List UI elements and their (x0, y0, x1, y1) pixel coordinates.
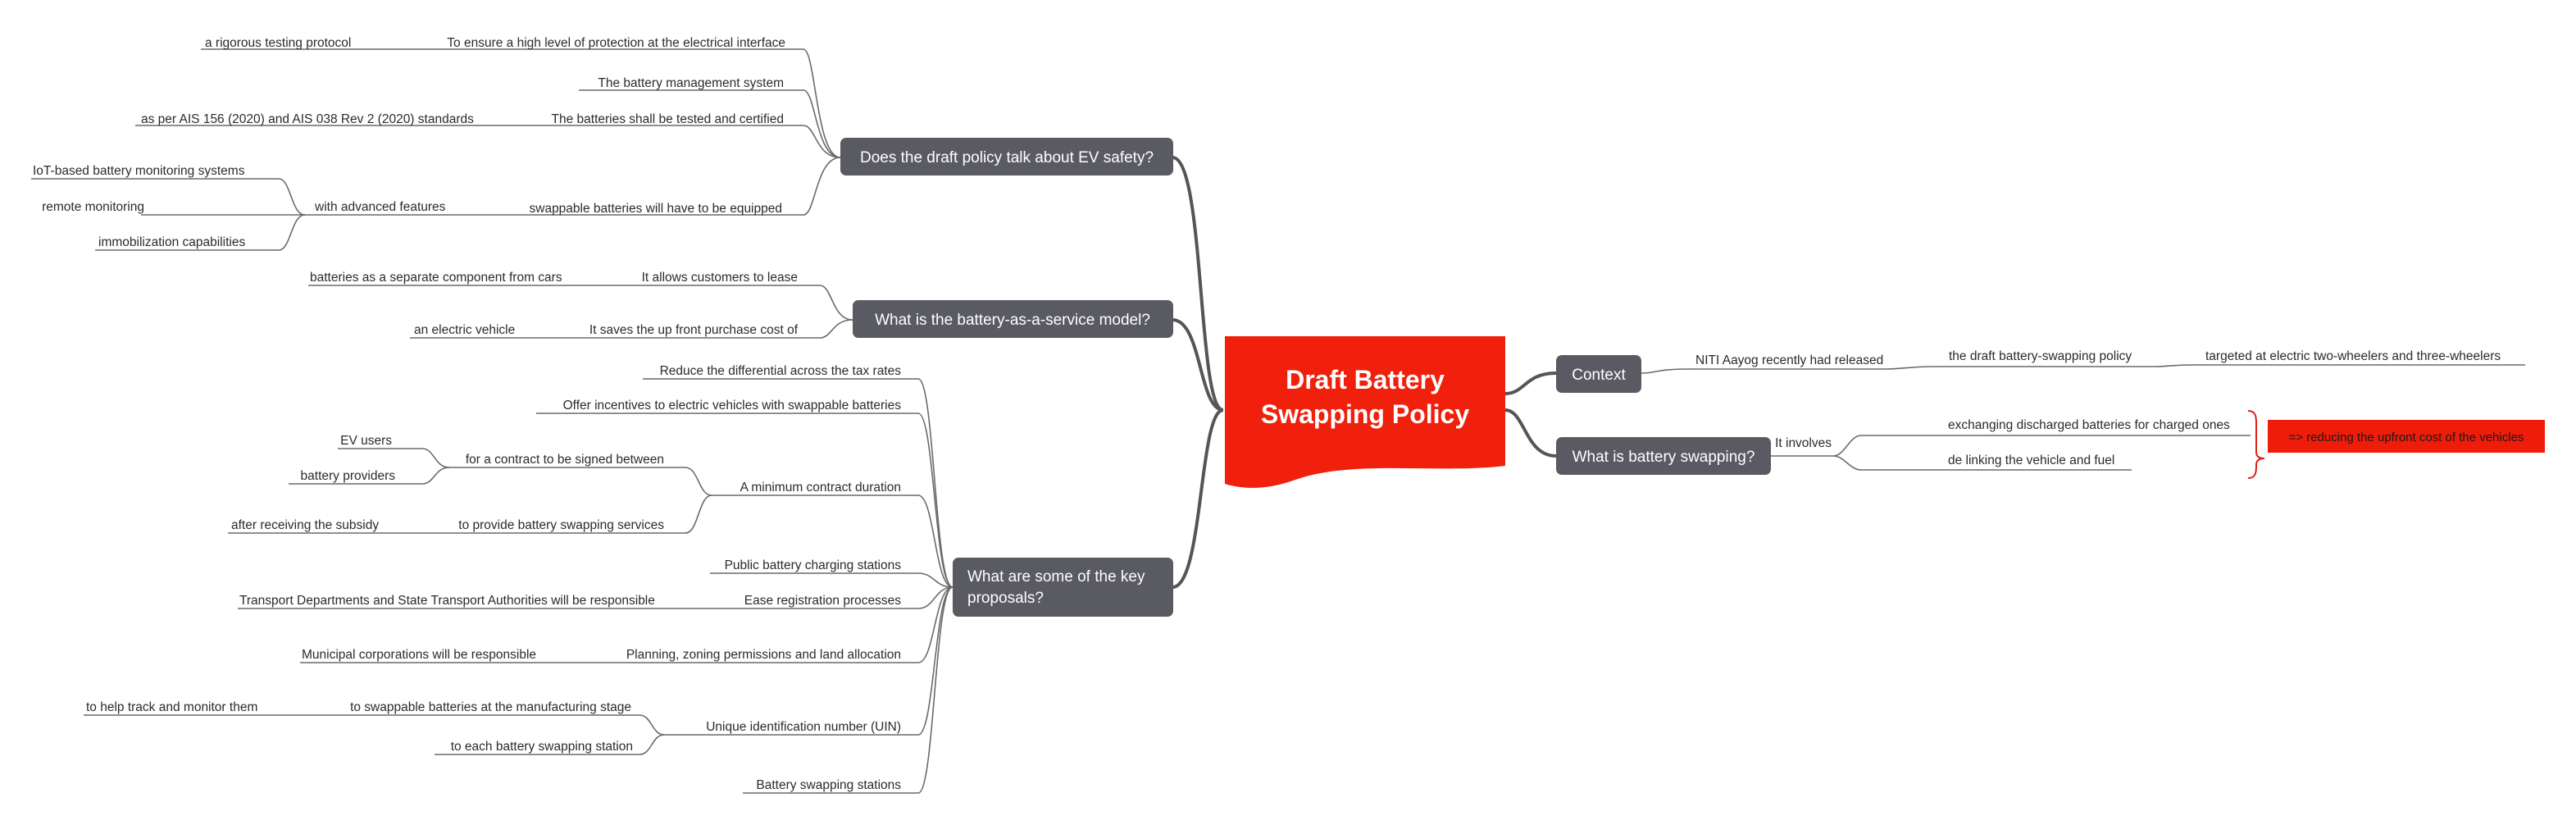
connector-prop-planning (607, 586, 953, 663)
branch-key-proposals[interactable]: What are some of the key proposals? (953, 558, 1173, 617)
connector-central-swapping (1504, 408, 1557, 458)
branch-context[interactable]: Context (1556, 355, 1641, 393)
baas-saves[interactable]: It saves the up front purchase cost of (589, 323, 799, 337)
baas-lease[interactable]: It allows customers to lease (642, 271, 798, 285)
safety-standards[interactable]: as per AIS 156 (2020) and AIS 038 Rev 2 … (141, 112, 474, 126)
branch-swapping-box (1556, 437, 1771, 475)
feature-remote[interactable]: remote monitoring (42, 200, 144, 214)
baas-saves-leaf[interactable]: an electric vehicle (414, 323, 515, 337)
prop-tax[interactable]: Reduce the differential across the tax r… (660, 364, 902, 378)
prop-track[interactable]: to help track and monitor them (86, 700, 257, 714)
prop-municipal[interactable]: Municipal corporations will be responsib… (302, 648, 536, 662)
connector-swapping-item1 (1832, 435, 2251, 457)
branch-swapping-label: What is battery swapping? (1572, 449, 1755, 466)
connector-baas-lease (631, 285, 853, 321)
branch-safety-box (840, 138, 1173, 175)
branch-proposals-box (953, 558, 1173, 617)
prop-ev-users[interactable]: EV users (340, 434, 392, 448)
connector-safety-tested (525, 125, 841, 158)
baas-lease-leaf[interactable]: batteries as a separate component from c… (310, 271, 562, 285)
connector-safety-equipped (502, 157, 841, 216)
connector-safety-protection (418, 48, 841, 158)
connector-central-safety (1172, 156, 1224, 412)
branch-battery-swapping[interactable]: What is battery swapping? (1556, 437, 1771, 475)
safety-bms[interactable]: The battery management system (598, 76, 784, 90)
safety-protection[interactable]: To ensure a high level of protection at … (447, 36, 785, 50)
prop-planning[interactable]: Planning, zoning permissions and land al… (626, 648, 901, 662)
context-child[interactable]: NITI Aayog recently had released (1695, 353, 1883, 367)
connector-prop-manufacturing (328, 714, 665, 736)
feature-iot[interactable]: IoT-based battery monitoring systems (33, 164, 245, 178)
swapping-child[interactable]: It involves (1775, 436, 1832, 450)
prop-station[interactable]: to each battery swapping station (451, 740, 633, 754)
connector-prop-providers (289, 467, 450, 485)
branch-baas-box (853, 300, 1173, 338)
swapping-item-1[interactable]: exchanging discharged batteries for char… (1948, 418, 2230, 432)
branch-ev-safety[interactable]: Does the draft policy talk about EV safe… (840, 138, 1173, 175)
branch-context-box (1556, 355, 1641, 393)
connector-context-child (1641, 368, 1886, 374)
safety-equipped[interactable]: swappable batteries will have to be equi… (530, 202, 783, 216)
prop-public[interactable]: Public battery charging stations (725, 558, 902, 572)
highlight-text: => reducing the upfront cost of the vehi… (2289, 431, 2524, 444)
central-title-line1: Draft Battery (1286, 365, 1445, 394)
connector-safety-bms (579, 89, 841, 158)
central-title-line2: Swapping Policy (1261, 399, 1469, 429)
safety-advanced[interactable]: with advanced features (314, 200, 446, 214)
context-grandchild[interactable]: the draft battery-swapping policy (1949, 349, 2132, 363)
connector-feature-1 (31, 178, 306, 216)
prop-battery-providers[interactable]: battery providers (301, 469, 396, 483)
prop-signed[interactable]: for a contract to be signed between (466, 453, 664, 467)
connector-swapping-item2 (1832, 455, 2132, 471)
connector-lines (31, 48, 2525, 794)
prop-provide[interactable]: to provide battery swapping services (458, 518, 664, 532)
connector-prop-registration (731, 586, 953, 609)
summary-bracket (2247, 410, 2265, 479)
branch-baas[interactable]: What is the battery-as-a-service model? (853, 300, 1173, 338)
connector-prop-tax (643, 378, 953, 588)
branch-proposals-label-line1: What are some of the key (967, 568, 1145, 586)
branch-baas-label: What is the battery-as-a-service model? (875, 312, 1150, 329)
prop-transport[interactable]: Transport Departments and State Transpor… (239, 594, 655, 608)
safety-tested[interactable]: The batteries shall be tested and certif… (552, 112, 784, 126)
branch-safety-label: Does the draft policy talk about EV safe… (860, 149, 1154, 166)
connector-prop-incentives (536, 412, 953, 588)
connector-central-baas (1172, 318, 1224, 412)
prop-uin[interactable]: Unique identification number (UIN) (706, 720, 901, 734)
feature-immobilization[interactable]: immobilization capabilities (98, 235, 245, 249)
prop-manufacturing[interactable]: to swappable batteries at the manufactur… (350, 700, 631, 714)
branch-proposals-label-line2: proposals? (967, 590, 1044, 607)
highlight-upfront-cost[interactable]: => reducing the upfront cost of the vehi… (2268, 420, 2545, 453)
prop-incentives[interactable]: Offer incentives to electric vehicles wi… (563, 399, 902, 412)
connector-central-proposals (1172, 408, 1224, 589)
connector-prop-uin (664, 586, 953, 736)
prop-contract[interactable]: A minimum contract duration (740, 481, 901, 495)
connector-prop-station (435, 734, 665, 755)
prop-subsidy[interactable]: after receiving the subsidy (231, 518, 379, 532)
safety-protocol[interactable]: a rigorous testing protocol (205, 36, 351, 50)
connector-prop-signed (449, 467, 712, 496)
connector-prop-provide (443, 495, 712, 534)
prop-stations[interactable]: Battery swapping stations (756, 778, 901, 792)
context-leaf[interactable]: targeted at electric two-wheelers and th… (2205, 349, 2501, 363)
connector-baas-saves (574, 319, 853, 339)
central-topic[interactable]: Draft Battery Swapping Policy (1225, 336, 1505, 488)
connector-central-context (1504, 371, 1557, 395)
swapping-item-2[interactable]: de linking the vehicle and fuel (1948, 454, 2114, 467)
highlight-box (2268, 420, 2545, 453)
connector-context-grandchild (1885, 366, 2156, 370)
connector-prop-public (710, 572, 953, 588)
connector-prop-ev-users (338, 448, 450, 468)
branch-context-label: Context (1572, 367, 1626, 384)
connector-context-leaf (2155, 364, 2525, 367)
connector-prop-contract (712, 495, 953, 588)
prop-registration[interactable]: Ease registration processes (744, 594, 902, 608)
connector-prop-stations (743, 586, 953, 794)
connector-feature-3 (95, 214, 306, 251)
central-topic-shape (1225, 336, 1505, 488)
